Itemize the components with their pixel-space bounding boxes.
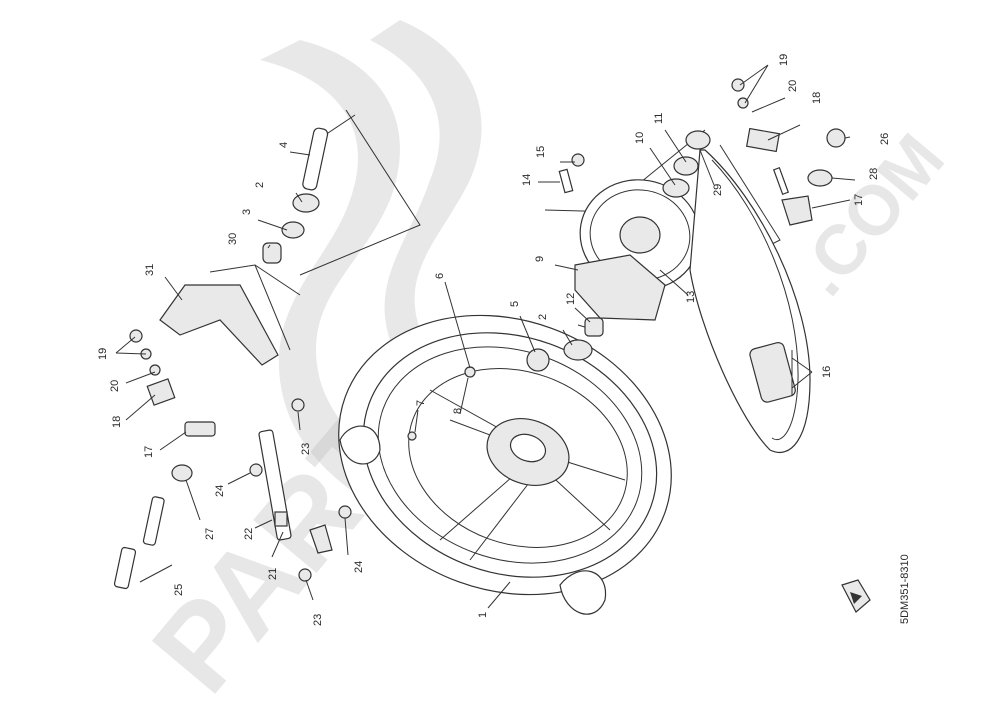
- callout-2a: 2: [254, 182, 266, 188]
- wheel: [338, 314, 672, 615]
- leader-lines: [115, 64, 856, 609]
- callout-23b: 23: [312, 614, 324, 626]
- callout-10: 10: [634, 132, 646, 144]
- callout-8: 8: [452, 408, 464, 414]
- callout-7: 7: [415, 400, 427, 406]
- callout-24a: 24: [214, 485, 226, 497]
- axle-parts: [113, 78, 846, 590]
- callout-labels: 1 2 2 3 4 5 6 7 8 9 10 11 12 13 14 15 16…: [97, 54, 891, 626]
- callout-19a: 19: [97, 348, 109, 360]
- callout-6: 6: [434, 273, 446, 279]
- callout-29: 29: [712, 184, 724, 196]
- callout-16: 16: [821, 366, 833, 378]
- drive-chain: [689, 149, 811, 454]
- callout-17a: 17: [143, 446, 155, 458]
- callout-25: 25: [173, 584, 185, 596]
- callout-28: 28: [868, 168, 880, 180]
- callout-26: 26: [879, 133, 891, 145]
- callout-18a: 18: [111, 416, 123, 428]
- callout-22: 22: [243, 528, 255, 540]
- callout-20a: 20: [109, 380, 121, 392]
- callout-3: 3: [241, 209, 253, 215]
- callout-2b: 2: [537, 314, 549, 320]
- callout-5: 5: [509, 301, 521, 307]
- callout-15: 15: [535, 146, 547, 158]
- callout-13: 13: [685, 291, 697, 303]
- callout-11: 11: [653, 113, 665, 124]
- callout-1: 1: [477, 612, 489, 618]
- callout-31: 31: [144, 264, 156, 276]
- callout-23a: 23: [300, 443, 312, 455]
- callout-9: 9: [534, 256, 546, 262]
- sprocket: [574, 179, 701, 321]
- diagram-code: 5DM351-8310: [899, 554, 911, 624]
- callout-14: 14: [521, 174, 533, 186]
- callout-27: 27: [204, 528, 216, 540]
- callout-21: 21: [267, 568, 279, 580]
- callout-20b: 20: [787, 80, 799, 92]
- callout-4: 4: [278, 142, 290, 148]
- front-direction-icon: [841, 579, 871, 613]
- callout-12: 12: [565, 293, 577, 305]
- callout-30: 30: [227, 233, 239, 245]
- callout-18b: 18: [811, 92, 823, 104]
- callout-24b: 24: [353, 561, 365, 573]
- callout-17b: 17: [853, 194, 865, 206]
- callout-19b: 19: [778, 54, 790, 66]
